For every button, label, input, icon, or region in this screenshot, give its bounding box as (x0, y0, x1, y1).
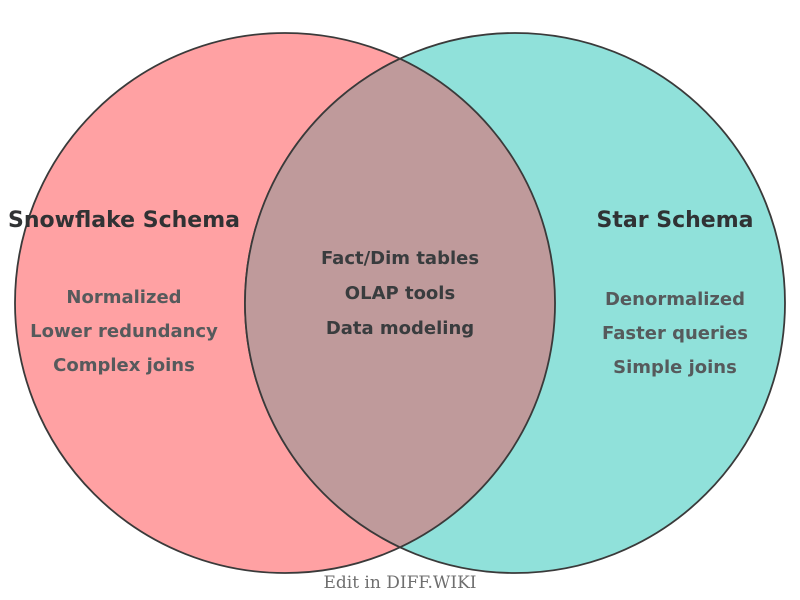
left-item: Normalized (66, 287, 182, 308)
overlap-item: OLAP tools (344, 283, 456, 304)
edit-watermark-link[interactable]: Edit in DIFF.WIKI (323, 573, 477, 593)
overlap-item: Fact/Dim tables (320, 248, 480, 269)
left-item: Lower redundancy (30, 321, 218, 342)
overlap-lens (244, 57, 556, 549)
right-set-items: Denormalized Faster queries Simple joins (602, 283, 748, 385)
overlap-set-items: Fact/Dim tables OLAP tools Data modeling (321, 241, 479, 346)
right-set-title: Star Schema (596, 208, 754, 233)
right-item: Denormalized (604, 289, 746, 310)
left-item: Complex joins (53, 355, 195, 376)
left-set-title: Snowflake Schema (8, 208, 240, 233)
right-item: Simple joins (613, 357, 737, 378)
overlap-item: Data modeling (325, 318, 475, 339)
left-set-items: Normalized Lower redundancy Complex join… (30, 281, 218, 383)
right-item: Faster queries (602, 323, 748, 344)
